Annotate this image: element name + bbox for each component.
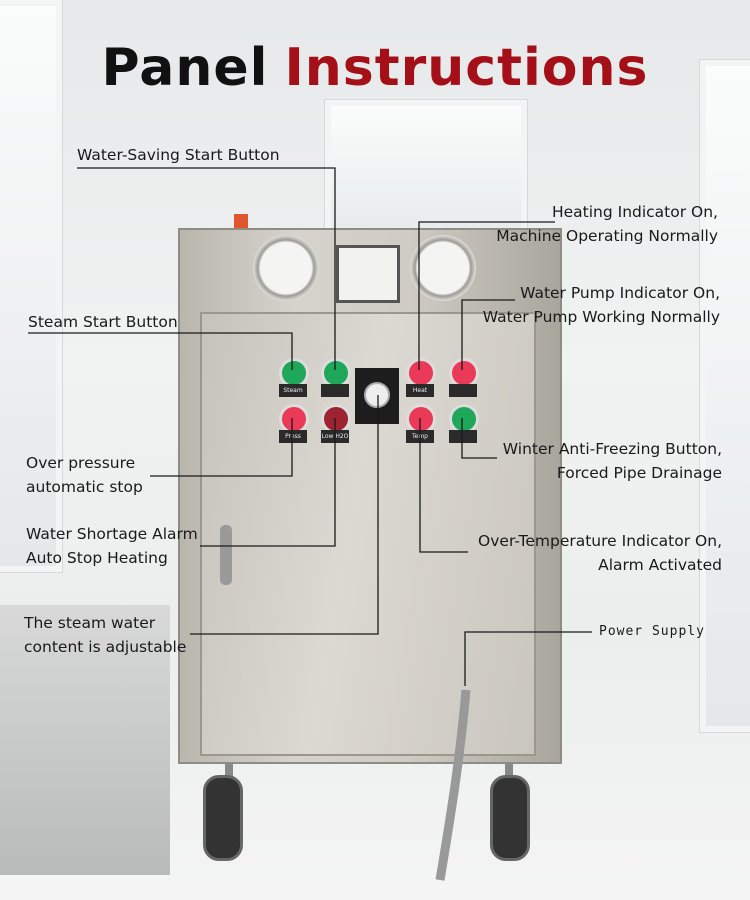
voltmeter [336,245,400,303]
power-cable [435,689,471,881]
window [0,0,62,572]
water-shortage-indicator [321,404,351,434]
label-steam-start: Steam Start Button [28,313,178,331]
door-lock [220,525,232,585]
button-tag: Press [279,430,307,443]
wheel [203,775,243,861]
over-pressure-indicator [279,404,309,434]
button-tag: Steam [279,384,307,397]
wheel [490,775,530,861]
window [700,60,750,732]
label-water-saving-start: Water-Saving Start Button [77,146,280,164]
button-tag [449,384,477,397]
counter [0,605,170,875]
steam-water-adjust-knob[interactable] [355,368,399,424]
button-tag [321,384,349,397]
valve-cap [234,214,248,228]
label-water-pump-indicator: Water Pump Indicator On,Water Pump Worki… [482,284,720,326]
water-pump-indicator [449,358,479,388]
over-temperature-indicator [406,404,436,434]
label-power-supply: Power Supply [599,624,705,639]
pressure-gauge [410,235,476,301]
label-over-temperature: Over-Temperature Indicator On,Alarm Acti… [478,532,722,574]
label-heating-indicator: Heating Indicator On,Machine Operating N… [496,203,718,245]
button-tag [449,430,477,443]
button-tag: Heat [406,384,434,397]
pressure-gauge [253,235,319,301]
label-winter-anti-freezing: Winter Anti-Freezing Button,Forced Pipe … [502,440,722,482]
